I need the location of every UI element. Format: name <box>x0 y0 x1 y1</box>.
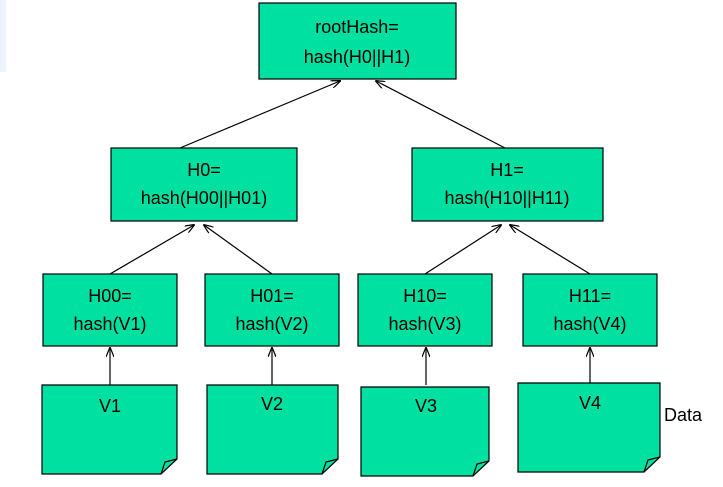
node-h11-line2: hash(V4) <box>553 314 626 334</box>
edges <box>110 81 590 385</box>
node-h11: H11= hash(V4) <box>522 273 658 347</box>
node-root: rootHash= hash(H0||H1) <box>258 2 457 80</box>
edge-h01-h0 <box>204 225 273 275</box>
node-h0: H0= hash(H00||H01) <box>110 147 298 222</box>
data-label: Data <box>664 405 703 425</box>
data-block-v3-label: V3 <box>415 396 437 416</box>
node-h00: H00= hash(V1) <box>42 273 178 347</box>
node-h01-line2: hash(V2) <box>235 314 308 334</box>
node-h10-line2: hash(V3) <box>388 314 461 334</box>
node-h10-line1: H10= <box>403 286 447 306</box>
node-h0-line1: H0= <box>187 160 221 180</box>
node-root-line2: hash(H0||H1) <box>304 47 410 67</box>
edge-h10-h1 <box>424 225 501 275</box>
node-h0-line2: hash(H00||H01) <box>141 188 267 208</box>
node-h11-line1: H11= <box>569 286 611 306</box>
edge-h1-root <box>376 81 506 149</box>
data-block-v1-label: V1 <box>99 396 121 416</box>
data-block-v3: V3 <box>360 386 490 477</box>
node-h1-line1: H1= <box>490 160 524 180</box>
edge-h00-h0 <box>109 225 194 275</box>
data-block-v2: V2 <box>206 384 339 475</box>
node-h10: H10= hash(V3) <box>357 273 493 347</box>
node-h1-line2: hash(H10||H11) <box>444 188 569 208</box>
node-h01-line1: H01= <box>250 286 294 306</box>
left-edge-decoration <box>0 0 6 72</box>
node-h1: H1= hash(H10||H11) <box>411 147 604 222</box>
edge-h0-root <box>179 81 340 149</box>
node-h00-line2: hash(V1) <box>73 314 146 334</box>
data-block-v2-label: V2 <box>261 394 283 414</box>
data-block-v1: V1 <box>41 384 178 475</box>
node-h01: H01= hash(V2) <box>204 273 340 347</box>
edge-h11-h1 <box>510 225 591 275</box>
data-block-v4: V4 <box>517 382 661 473</box>
data-block-v4-label: V4 <box>579 393 601 413</box>
node-root-line1: rootHash= <box>315 17 399 37</box>
node-h00-line1: H00= <box>88 286 132 306</box>
